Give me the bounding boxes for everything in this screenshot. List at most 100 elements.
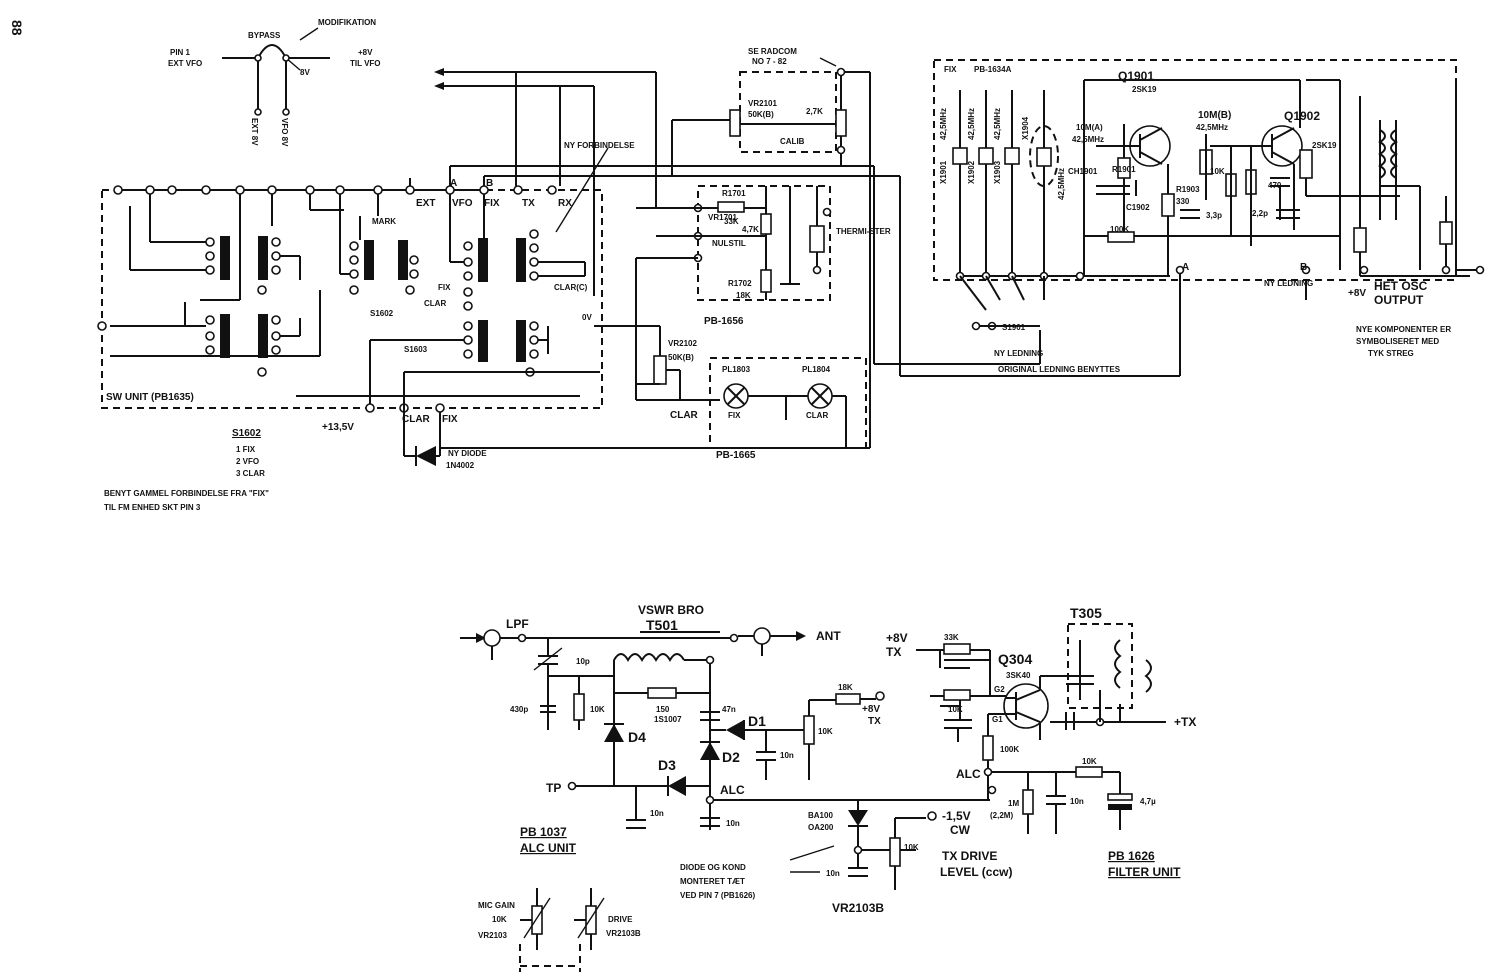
c33p-label: 3,3p <box>1206 211 1222 220</box>
se-radcom-label: SE RADCOM <box>748 47 797 56</box>
alc-label: ALC <box>720 783 745 797</box>
x1902-label: X1902 <box>967 160 976 184</box>
q1902-type: 2SK19 <box>1312 141 1337 150</box>
d4-label: D4 <box>628 729 646 745</box>
supply-and-diode: +13,5V CLAR FIX NY DIODE 1N4002 <box>322 176 871 470</box>
vr1701-label: VR1701 <box>708 213 737 222</box>
sw-label-vfo: VFO <box>452 198 473 209</box>
c10n-e-label: 10n <box>1070 797 1084 806</box>
mark-label: MARK <box>372 217 396 226</box>
nulstil-label: NULSTIL <box>712 239 746 248</box>
mic-gain-label: MIC GAIN <box>478 901 515 910</box>
switch-wafer-3 <box>449 194 586 311</box>
x1901-label: X1901 <box>939 160 948 184</box>
switch-wafer-2 <box>110 194 301 377</box>
vr2102-label: VR2102 <box>668 339 697 348</box>
s1602-legend-item-1: 1 FIX <box>236 445 256 454</box>
s1603-label: S1603 <box>404 345 428 354</box>
tx-label: TX <box>868 716 881 727</box>
r150-label: 150 <box>656 705 670 714</box>
page-number: 88 <box>9 20 25 36</box>
pin1-label: PIN 1 <box>170 48 191 57</box>
c2p-label: 2,2p <box>1252 209 1268 218</box>
s1901-label: S1901 <box>1002 323 1026 332</box>
c10n-d-label: 10n <box>826 869 840 878</box>
fix-bottom-label: FIX <box>442 414 458 425</box>
r2m-label: (2,2M) <box>990 811 1013 820</box>
plus8v-label: +8V <box>358 48 373 57</box>
c10n-b-label: 10n <box>650 809 664 818</box>
vr2103b-2-label: VR2103B <box>606 929 641 938</box>
r18k-label: 18K <box>838 683 853 692</box>
pb1656-label: PB-1656 <box>704 316 744 327</box>
sw-clar-small: CLAR <box>424 299 446 308</box>
r100k-label: 100K <box>1000 745 1019 754</box>
s1602-legend-title: S1602 <box>232 428 261 439</box>
nye-komp-2: SYMBOLISERET MED <box>1356 337 1439 346</box>
switch-wafer-mark: MARK S1602 <box>339 194 419 318</box>
q1901: Q1901 2SK19 FIX PB-1634A 10M(A) 42,5MHz … <box>944 65 1222 276</box>
thermistor-text: THERMI-STER <box>836 227 891 236</box>
r33k-label: 33K <box>944 633 959 642</box>
sw-label-a: A <box>450 178 457 189</box>
c1902-label: C1902 <box>1126 203 1150 212</box>
r10k-b-label: 10K <box>818 727 833 736</box>
switch-wafer-1 <box>129 194 301 280</box>
r1702-label: R1702 <box>728 279 752 288</box>
r10k-label: 10K <box>1210 167 1225 176</box>
r1901-label: R1901 <box>1112 165 1136 174</box>
sw-label-b: B <box>486 178 493 189</box>
x1902-freq: 42,5MHz <box>967 108 976 140</box>
c430p-label: 430p <box>510 705 528 714</box>
r10k-f-label: 10K <box>492 915 507 924</box>
level-label: LEVEL (ccw) <box>940 865 1012 879</box>
vr2102-value: 50K(B) <box>668 353 694 362</box>
r10k-a-label: 10K <box>590 705 605 714</box>
til-vfo-label: TIL VFO <box>350 59 381 68</box>
cw-label: CW <box>950 823 971 837</box>
v13-5-label: +13,5V <box>322 422 354 433</box>
s1602-label: S1602 <box>370 309 394 318</box>
sw-0v: 0V <box>582 313 592 322</box>
c10n-c-label: 10n <box>726 819 740 828</box>
vr2103b-label: VR2103B <box>832 901 884 915</box>
bypass-8v-label: 8V <box>300 68 310 77</box>
diode-type-label: 1N4002 <box>446 461 475 470</box>
het-osc-label: HET OSC <box>1374 279 1428 293</box>
q304-section: +8V TX 33K Q304 3SK40 G2 G1 10K 100K T30… <box>886 605 1196 879</box>
s1602-legend: S1602 1 FIX 2 VFO 3 CLAR <box>232 428 265 478</box>
ny-leding-label: NY LEDNING <box>1264 279 1313 288</box>
r470-label: 470 <box>1268 181 1282 190</box>
switch-wafer-4: S1603 <box>404 320 549 377</box>
r1903-label: R1903 <box>1176 185 1200 194</box>
bypass-label: BYPASS <box>248 31 281 40</box>
radcom-no-label: NO 7 - 82 <box>752 57 787 66</box>
d2-label: D2 <box>722 749 740 765</box>
x-10m-a-label: 10M(A) <box>1076 123 1103 132</box>
c10n-a-label: 10n <box>780 751 794 760</box>
pl-fix-label: FIX <box>728 411 741 420</box>
sw-label-fix: FIX <box>484 198 500 209</box>
ext-vfo-label: EXT VFO <box>168 59 202 68</box>
alc-2-label: ALC <box>956 767 981 781</box>
m15v-label: -1,5V <box>942 809 971 823</box>
modifikation-label: MODIFIKATION <box>318 18 376 27</box>
nye-komp-3: TYK STREG <box>1368 349 1414 358</box>
s1602-legend-item-2: 2 VFO <box>236 457 259 466</box>
calib-box: SE RADCOM NO 7 - 82 VR2101 50K(B) 2,7K C… <box>671 47 871 166</box>
v8-2-label: +8V <box>886 631 908 645</box>
q1901-type: 2SK19 <box>1132 85 1157 94</box>
mic-gain-drive: MIC GAIN 10K VR2103 DRIVE VR2103B <box>478 888 641 972</box>
original-ledning-label: ORIGINAL LEDNING BENYTTES <box>998 365 1121 374</box>
r330-label: 330 <box>1176 197 1190 206</box>
ny-ledning-label: NY LEDNING <box>994 349 1043 358</box>
r1701-value: 33K <box>724 217 739 226</box>
d3-label: D3 <box>658 757 676 773</box>
diode-note-3: VED PIN 7 (PB1626) <box>680 891 755 900</box>
fix-label-b: B <box>1300 262 1307 273</box>
pb1037-label: PB 1037 <box>520 825 567 839</box>
pb1665-label: PB-1665 <box>716 450 756 461</box>
ba100-label: BA100 <box>808 811 833 820</box>
c10p-label: 10p <box>576 657 590 666</box>
sw-unit-label: SW UNIT (PB1635) <box>106 392 194 403</box>
